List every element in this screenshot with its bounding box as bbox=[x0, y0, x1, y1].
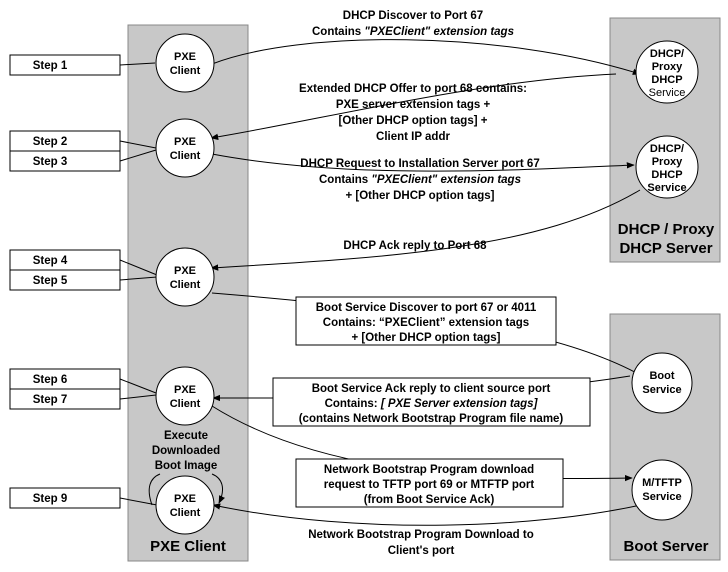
node-text: Client bbox=[170, 65, 201, 77]
msg-request-line1: DHCP Request to Installation Server port… bbox=[300, 158, 539, 170]
arrow-nbp-download bbox=[212, 503, 646, 526]
dhcp-server-column-title-2: DHCP Server bbox=[619, 240, 712, 257]
msg-nbp-download-line2: Client's port bbox=[388, 545, 455, 557]
node-text: Client bbox=[170, 398, 201, 410]
msg-discover-line2: Contains "PXEClient" extension tags bbox=[312, 26, 514, 38]
msg-nbp-request-line3: (from Boot Service Ack) bbox=[364, 494, 495, 506]
node-text: Service bbox=[642, 491, 681, 503]
step-connector bbox=[119, 140, 157, 149]
boot-server-column bbox=[609, 313, 721, 561]
msg-nbp-download-line1: Network Bootstrap Program Download to bbox=[308, 529, 534, 541]
step-label: Step 7 bbox=[33, 394, 68, 406]
msg-offer-line4: Client IP addr bbox=[376, 131, 450, 143]
pxe-client-node bbox=[155, 247, 215, 307]
step-connector bbox=[119, 276, 158, 281]
node-text: PXE bbox=[174, 493, 196, 505]
node-text: PXE bbox=[174, 384, 196, 396]
execute-label: Execute bbox=[164, 430, 208, 442]
node-text: Client bbox=[170, 507, 201, 519]
step-connector bbox=[119, 62, 156, 66]
msg-request-line2: Contains "PXEClient" extension tags bbox=[319, 174, 521, 186]
node-text: Boot bbox=[649, 370, 674, 382]
step-label: Step 5 bbox=[33, 275, 68, 287]
node-text: Proxy bbox=[652, 61, 683, 73]
msg-nbp-request-line2: request to TFTP port 69 or MTFTP port bbox=[324, 479, 535, 491]
dhcp-proxy-service-node bbox=[635, 135, 699, 199]
msg-offer-line1: Extended DHCP Offer to port 68 contains: bbox=[299, 83, 527, 95]
node-text: PXE bbox=[174, 265, 196, 277]
step-connector bbox=[119, 394, 157, 400]
node-text: PXE bbox=[174, 136, 196, 148]
node-text: Proxy bbox=[652, 156, 683, 168]
node-text: Service bbox=[649, 87, 686, 99]
boot-service-node bbox=[631, 352, 693, 414]
msg-boot-ack-line1: Boot Service Ack reply to client source … bbox=[312, 383, 551, 395]
msg-request-line3: + [Other DHCP option tags] bbox=[346, 190, 495, 202]
msg-discover-line1: DHCP Discover to Port 67 bbox=[343, 10, 483, 22]
execute-label: Downloaded bbox=[152, 445, 220, 457]
pxe-client-node bbox=[155, 366, 215, 426]
node-text: DHCP bbox=[651, 74, 682, 86]
step-connector bbox=[119, 149, 157, 162]
msg-offer-line2: PXE server extension tags + bbox=[336, 99, 491, 111]
pxe-client-node bbox=[155, 475, 215, 535]
node-text: DHCP bbox=[651, 169, 682, 181]
step-label: Step 3 bbox=[33, 156, 68, 168]
arrow-dhcp-ack bbox=[210, 189, 641, 271]
step-label: Step 9 bbox=[33, 493, 68, 505]
msg-ack: DHCP Ack reply to Port 68 bbox=[343, 240, 487, 252]
node-text: Service bbox=[642, 384, 681, 396]
node-text: Client bbox=[170, 279, 201, 291]
msg-nbp-request-line1: Network Bootstrap Program download bbox=[324, 464, 534, 476]
node-text: DHCP/ bbox=[650, 143, 684, 155]
msg-offer-line3: [Other DHCP option tags] + bbox=[339, 115, 488, 127]
msg-boot-ack-line2: Contains: [ PXE Server extension tags] bbox=[325, 398, 539, 410]
pxe-client-node bbox=[155, 118, 215, 178]
msg-boot-discover-line2: Contains: “PXEClient” extension tags bbox=[323, 317, 529, 329]
step-label: Step 6 bbox=[33, 374, 68, 386]
step-label: Step 2 bbox=[33, 136, 68, 148]
pxe-client-column-title: PXE Client bbox=[150, 538, 226, 555]
dhcp-proxy-service-node bbox=[635, 40, 699, 104]
step-connector bbox=[119, 497, 158, 506]
node-text: DHCP/ bbox=[650, 48, 684, 60]
pxe-client-node bbox=[155, 33, 215, 93]
dhcp-server-column-title: DHCP / Proxy bbox=[618, 221, 715, 238]
step-connector bbox=[119, 378, 157, 394]
loop-arc bbox=[148, 473, 161, 506]
node-text: Service bbox=[647, 182, 686, 194]
arrow-dhcp-request bbox=[211, 153, 635, 172]
step-label: Step 4 bbox=[33, 255, 68, 267]
node-text: M/TFTP bbox=[642, 477, 682, 489]
msg-boot-discover-line1: Boot Service Discover to port 67 or 4011 bbox=[316, 302, 537, 314]
step-connector bbox=[119, 259, 158, 276]
execute-label: Boot Image bbox=[155, 460, 218, 472]
mtftp-service-node bbox=[631, 459, 693, 521]
msg-boot-discover-line3: + [Other DHCP option tags] bbox=[352, 332, 501, 344]
arrow-dhcp-offer bbox=[210, 73, 617, 140]
msg-box-nbp-request bbox=[295, 458, 564, 508]
msg-box-boot-ack bbox=[272, 377, 591, 427]
msg-box-boot-discover bbox=[295, 296, 557, 346]
msg-boot-ack-line3: (contains Network Bootstrap Program file… bbox=[299, 413, 564, 425]
boot-server-column-title: Boot Server bbox=[623, 538, 708, 555]
node-text: PXE bbox=[174, 51, 196, 63]
node-text: Client bbox=[170, 150, 201, 162]
loop-arc bbox=[211, 473, 225, 504]
arrow-dhcp-discover bbox=[211, 39, 641, 75]
step-label: Step 1 bbox=[33, 60, 68, 72]
